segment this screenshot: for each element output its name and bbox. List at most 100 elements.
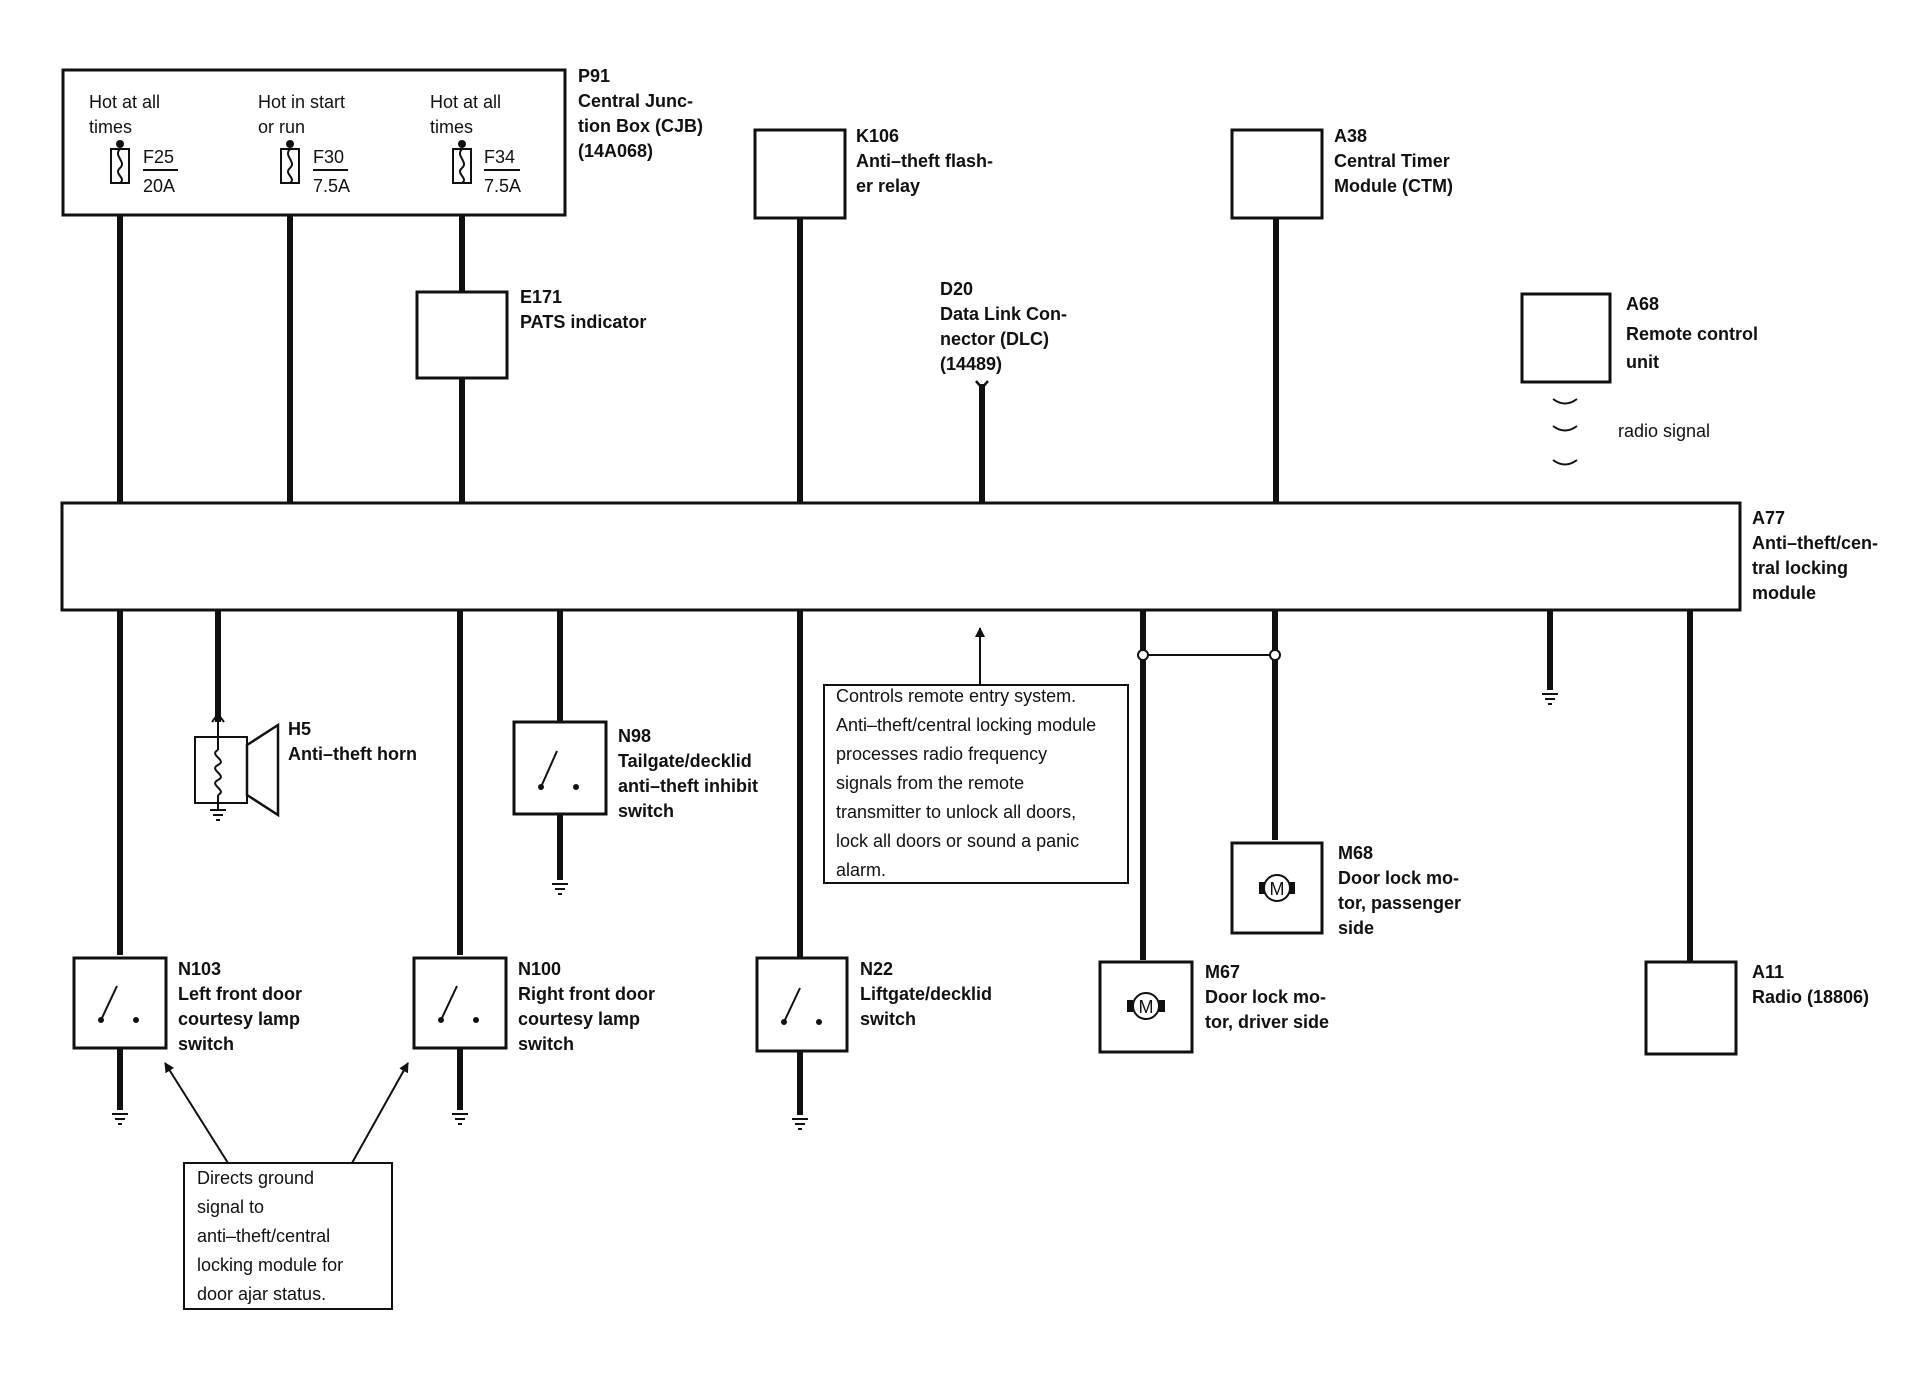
f34-terminal [458,140,466,148]
a77-box [60,501,1742,612]
n98-box [512,720,608,816]
note-ground-line1: Directs ground [197,1168,314,1188]
d20-name-line3: (14489) [940,354,1002,374]
a77-ground-symbol [1542,693,1558,705]
k106-name-line1: Anti–theft flash- [856,151,993,171]
remote-entry-note: Controls remote entry system. Anti–theft… [823,627,1129,884]
f30-fuse-icon [280,148,300,184]
f25-hot-line2: times [89,117,132,137]
m67-door-lock-motor-driver: M M67 Door lock mo- tor, driver side [1098,960,1329,1054]
k106-id: K106 [856,126,899,146]
f25-terminal [116,140,124,148]
a11-id: A11 [1752,962,1784,982]
a77-name-line1: Anti–theft/cen- [1752,533,1878,553]
shield-node-left [1137,649,1149,661]
k106-flasher-relay: K106 Anti–theft flash- er relay [753,126,993,220]
n98-id: N98 [618,726,651,746]
note-remote-line3: processes radio frequency [836,744,1047,764]
note-remote-line2: Anti–theft/central locking module [836,715,1096,735]
horn-bell-icon [245,722,280,818]
f25-fuse-element [117,148,123,184]
n98-name-line2: anti–theft inhibit [618,776,758,796]
e171-box [415,290,509,380]
n100-name-line3: switch [518,1034,574,1054]
f30-fuse-element [287,148,293,184]
f25-fuse-icon [110,148,130,184]
h5-name: Anti–theft horn [288,744,417,764]
a68-id: A68 [1626,294,1659,314]
f34-rating: 7.5A [484,176,521,196]
radio-wave-icon-3 [1552,459,1578,466]
f30-hot-line2: or run [258,117,305,137]
f34-label: F34 [484,147,515,167]
k106-name-line2: er relay [856,176,920,196]
n103-name-line3: switch [178,1034,234,1054]
note-arrow-left-switch [164,1062,229,1164]
note-ground-line2: signal to [197,1197,264,1217]
a38-name-line1: Central Timer [1334,151,1450,171]
n98-switch-icon [540,750,558,788]
d20-data-link-connector: D20 Data Link Con- nector (DLC) (14489) [940,279,1067,390]
a11-radio: A11 Radio (18806) [1644,960,1869,1056]
p91-name-line3: (14A068) [578,141,653,161]
a38-name-line2: Module (CTM) [1334,176,1453,196]
m67-name-line2: tor, driver side [1205,1012,1329,1032]
note-remote-line6: lock all doors or sound a panic [836,831,1079,851]
n22-id: N22 [860,959,893,979]
n100-switch-icon [440,985,458,1021]
p91-junction-box: Hot at all times F25 20A Hot in start or… [61,66,703,217]
a68-box [1520,292,1612,384]
f30-label: F30 [313,147,344,167]
n100-id: N100 [518,959,561,979]
p91-name-line2: tion Box (CJB) [578,116,703,136]
a38-id: A38 [1334,126,1367,146]
m68-motor-symbol: M [1270,879,1285,899]
e171-name: PATS indicator [520,312,646,332]
f25-rating: 20A [143,176,175,196]
f30-hot-line1: Hot in start [258,92,345,112]
a38-box [1230,128,1324,220]
d20-id: D20 [940,279,973,299]
ground-signal-note: Directs ground signal to anti–theft/cent… [164,1062,409,1310]
n100-right-door-switch: N100 Right front door courtesy lamp swit… [412,956,655,1125]
f25-hot-line1: Hot at all [89,92,160,112]
n103-box [72,956,168,1050]
m67-motor-symbol: M [1139,997,1154,1017]
f34-fuse-element [459,148,465,184]
m68-name-line2: tor, passenger [1338,893,1461,913]
d20-connector-icon [975,380,989,390]
a68-name-line2: unit [1626,352,1659,372]
n22-name-line1: Liftgate/decklid [860,984,992,1004]
shield-node-right [1269,649,1281,661]
n103-switch-icon [100,985,118,1021]
radio-wave-icon-2 [1552,425,1578,432]
f34-fuse-icon [452,148,472,184]
note-arrow-right-switch [351,1062,409,1164]
f30-rating: 7.5A [313,176,350,196]
wires [117,212,1693,1115]
n22-switch-icon [783,987,801,1023]
d20-name-line2: nector (DLC) [940,329,1049,349]
motor-icon-passenger [1263,874,1291,902]
motor-icon-driver [1132,992,1160,1020]
a11-box [1644,960,1738,1056]
a68-name-line1: Remote control [1626,324,1758,344]
note-remote-line5: transmitter to unlock all doors, [836,802,1076,822]
n98-name-line3: switch [618,801,674,821]
m68-door-lock-motor-passenger: M M68 Door lock mo- tor, passenger side [1230,841,1461,938]
f34-hot-line1: Hot at all [430,92,501,112]
radio-signal-label: radio signal [1618,421,1710,441]
m68-id: M68 [1338,843,1373,863]
h5-id: H5 [288,719,311,739]
m68-name-line3: side [1338,918,1374,938]
m67-name-line1: Door lock mo- [1205,987,1326,1007]
n103-name-line2: courtesy lamp [178,1009,300,1029]
p91-name-line1: Central Junc- [578,91,693,111]
horn-arrow-icon [211,712,225,723]
n98-name-line1: Tailgate/decklid [618,751,752,771]
e171-id: E171 [520,287,562,307]
n22-name-line2: switch [860,1009,916,1029]
d20-name-line1: Data Link Con- [940,304,1067,324]
f25-label: F25 [143,147,174,167]
